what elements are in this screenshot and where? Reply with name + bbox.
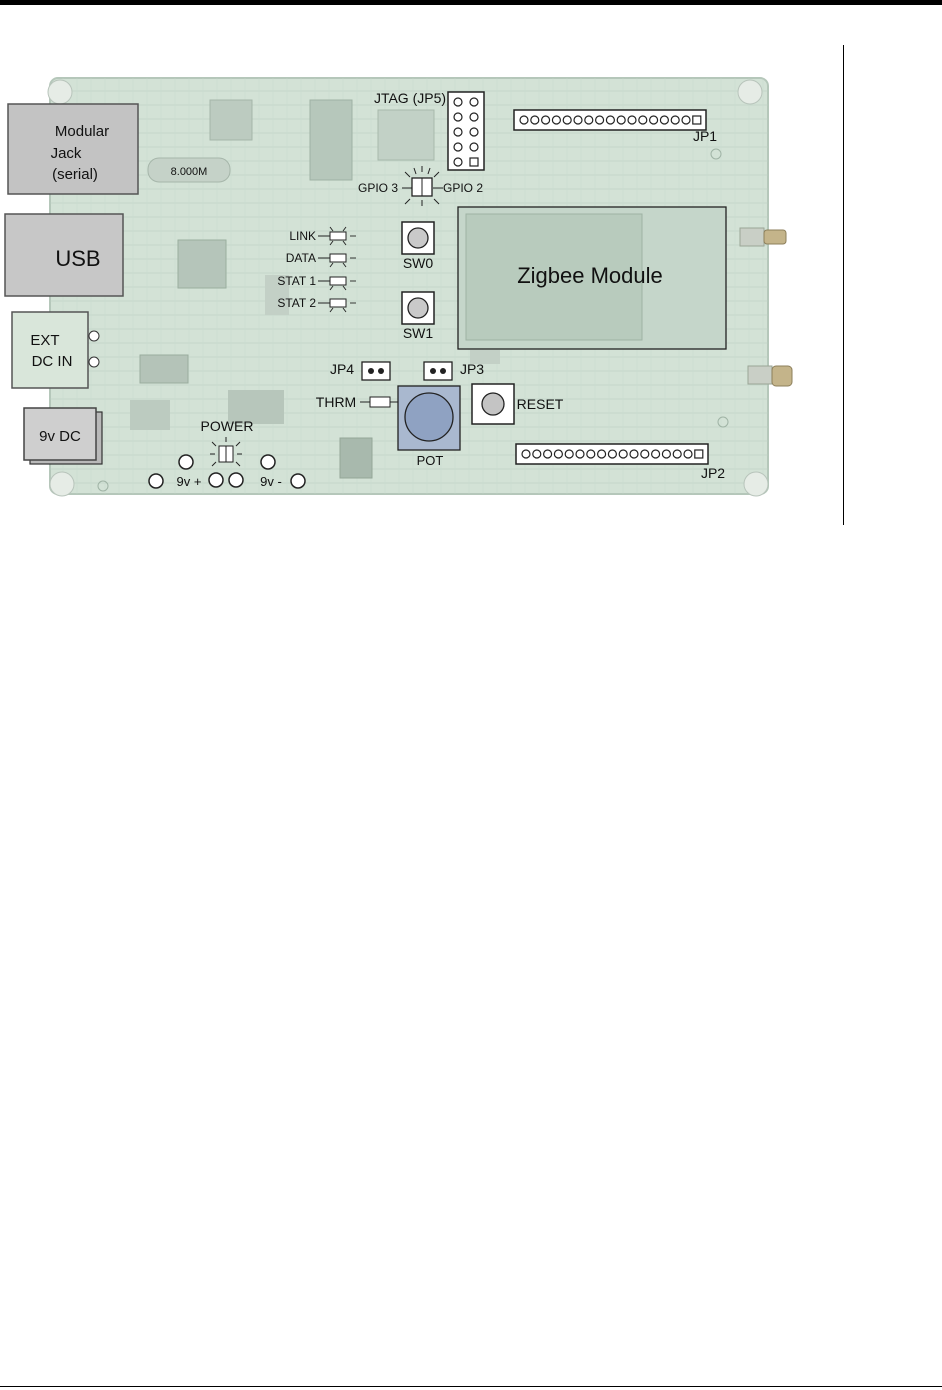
svg-text:RESET: RESET [517, 396, 564, 412]
header-pin [662, 450, 670, 458]
header-pin [630, 450, 638, 458]
header-pin [673, 450, 681, 458]
header-pin [695, 450, 703, 458]
header-pin [585, 116, 593, 124]
header-pin [652, 450, 660, 458]
switch-sw0: SW0 [402, 222, 434, 271]
svg-text:JP3: JP3 [460, 361, 484, 377]
svg-text:LINK: LINK [289, 229, 316, 243]
svg-text:POT: POT [417, 453, 444, 468]
header-pin [533, 450, 541, 458]
svg-text:8.000M: 8.000M [171, 166, 208, 178]
header-pin [617, 116, 625, 124]
svg-text:GPIO 2: GPIO 2 [443, 181, 483, 195]
header-pin [598, 450, 606, 458]
svg-text:STAT 1: STAT 1 [277, 274, 316, 288]
usb-connector: USB [5, 214, 123, 296]
svg-text:EXT: EXT [30, 332, 59, 349]
header-pin [650, 116, 658, 124]
header-pin [682, 116, 690, 124]
header-pin [693, 116, 701, 124]
svg-text:DC IN: DC IN [32, 353, 73, 370]
header-pin [619, 450, 627, 458]
header-pin [671, 116, 679, 124]
header-pin [596, 116, 604, 124]
dc-9v-jack: 9v DC [24, 408, 102, 464]
svg-text:SW1: SW1 [403, 325, 434, 341]
header-pin [684, 450, 692, 458]
header-pin [520, 116, 528, 124]
svg-text:9v +: 9v + [177, 474, 202, 489]
svg-text:JTAG (JP5): JTAG (JP5) [374, 90, 446, 106]
svg-text:DATA: DATA [286, 251, 316, 265]
header-pin [576, 450, 584, 458]
svg-text:THRM: THRM [316, 394, 356, 410]
header-pin [574, 116, 582, 124]
svg-text:Modular: Modular [55, 123, 109, 140]
header-pin [660, 116, 668, 124]
svg-text:Jack: Jack [51, 145, 82, 162]
svg-text:(serial): (serial) [52, 166, 98, 183]
header-pin [628, 116, 636, 124]
switch-sw1: SW1 [402, 292, 434, 341]
svg-text:9v DC: 9v DC [39, 428, 81, 445]
svg-text:SW0: SW0 [403, 255, 434, 271]
header-pin [641, 450, 649, 458]
svg-text:9v -: 9v - [260, 474, 282, 489]
header-pin [587, 450, 595, 458]
header-pin [563, 116, 571, 124]
header-pin [565, 450, 573, 458]
header-pin [552, 116, 560, 124]
modular-jack: Modular Jack (serial) [8, 104, 138, 194]
header-pin [544, 450, 552, 458]
header-pin [606, 116, 614, 124]
svg-text:STAT 2: STAT 2 [277, 296, 316, 310]
svg-text:GPIO 3: GPIO 3 [358, 181, 398, 195]
ext-dc-in-terminal: EXT DC IN [12, 312, 99, 388]
svg-text:JP4: JP4 [330, 361, 354, 377]
header-pin [554, 450, 562, 458]
header-pin [522, 450, 530, 458]
svg-text:JP1: JP1 [693, 128, 717, 144]
header-pin [608, 450, 616, 458]
zigbee-module: Zigbee Module [458, 207, 726, 349]
svg-text:JP2: JP2 [701, 465, 725, 481]
header-pin [542, 116, 550, 124]
header-pin [531, 116, 539, 124]
header-pin [639, 116, 647, 124]
svg-text:POWER: POWER [201, 418, 254, 434]
svg-text:USB: USB [55, 246, 100, 271]
svg-text:Zigbee Module: Zigbee Module [517, 263, 663, 288]
